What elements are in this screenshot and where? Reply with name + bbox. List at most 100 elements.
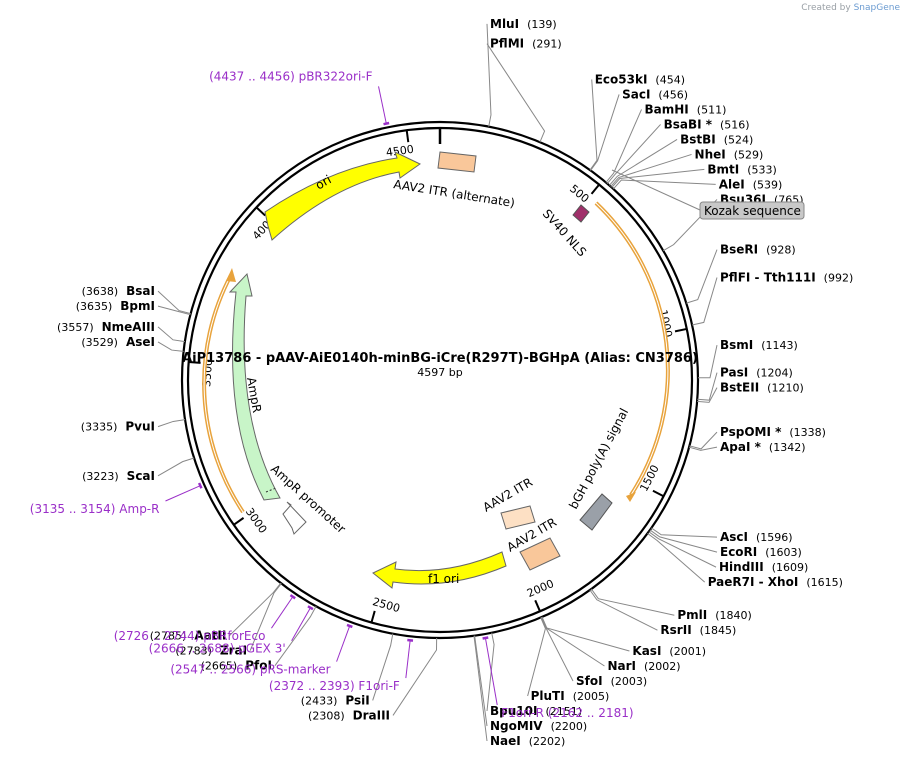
restriction-site[interactable]: PaeR7I - XhoI(1615) xyxy=(708,575,843,589)
primer-mark-4 xyxy=(307,605,314,611)
restriction-site[interactable]: BsaBI *(516) xyxy=(664,117,750,131)
site-position: (1338) xyxy=(789,426,826,439)
plasmid-title: AiP13786 - pAAV-AiE0140h-minBG-iCre(R297… xyxy=(182,351,698,366)
feature-kozak-sequence-box[interactable] xyxy=(699,201,805,220)
site-name: HindIII xyxy=(719,560,764,574)
site-name: PflMI xyxy=(490,37,524,51)
restriction-site[interactable]: HindIII(1609) xyxy=(719,560,808,574)
feature-label-ampr-promoter: AmpR promoter xyxy=(268,462,348,536)
feature-aav2-itr-alternate[interactable] xyxy=(437,151,477,173)
restriction-site[interactable]: PasI(1204) xyxy=(720,366,793,380)
restriction-site[interactable]: PsiI(2433) xyxy=(301,693,370,707)
site-leader-4 xyxy=(605,109,642,183)
restriction-site[interactable]: PfoI(2665) xyxy=(201,659,272,673)
site-position: (456) xyxy=(658,88,688,101)
orf-arc-ampr-inner xyxy=(203,274,244,513)
primer[interactable]: (2726 .. 2744) pBRforEco xyxy=(114,629,266,643)
primer-leader-1 xyxy=(484,637,498,706)
restriction-site[interactable]: MluI(139) xyxy=(490,17,557,31)
restriction-site[interactable]: NarI(2002) xyxy=(607,659,680,673)
site-name: NarI xyxy=(607,659,636,673)
feature-f1-ori-arrow[interactable] xyxy=(372,551,507,589)
restriction-site[interactable]: BsmI(1143) xyxy=(720,338,798,352)
site-position: (516) xyxy=(720,118,750,131)
restriction-site[interactable]: NaeI(2202) xyxy=(490,734,565,748)
primer[interactable]: (2372 .. 2393) F1ori-F xyxy=(269,679,400,693)
primer-mark-0 xyxy=(383,121,390,126)
site-leader-22 xyxy=(590,588,675,616)
site-position: (1342) xyxy=(769,441,806,454)
restriction-site[interactable]: NmeAIII(3557) xyxy=(57,320,155,334)
primer[interactable]: (2547 .. 2566) pRS-marker xyxy=(170,663,330,677)
site-name: Bpu10I xyxy=(490,704,537,718)
restriction-site[interactable]: KasI(2001) xyxy=(632,644,706,658)
restriction-site[interactable]: AscI(1596) xyxy=(720,530,793,544)
primer-label: (2547 .. 2566) pRS-marker xyxy=(170,663,330,677)
restriction-site[interactable]: NheI(529) xyxy=(695,147,764,161)
restriction-site[interactable]: ApaI *(1342) xyxy=(720,440,805,454)
tick-mark-500 xyxy=(590,183,600,195)
restriction-site[interactable]: DraIII(2308) xyxy=(308,708,390,722)
orf-arrowhead-icre xyxy=(626,492,636,502)
restriction-site[interactable]: PspOMI *(1338) xyxy=(720,425,826,439)
primer[interactable]: (2666 .. 2688) pGEX 3' xyxy=(149,642,286,656)
restriction-site[interactable]: BseRI(928) xyxy=(720,243,796,257)
restriction-site[interactable]: ZraI(2783) xyxy=(175,644,247,658)
feature-ampr-promoter-arrow[interactable] xyxy=(282,501,307,535)
restriction-site[interactable]: EcoRI(1603) xyxy=(720,545,802,559)
site-leader-40 xyxy=(157,305,191,316)
feature-ori-arrow[interactable] xyxy=(264,151,421,241)
restriction-site[interactable]: PvuI(3335) xyxy=(81,420,155,434)
restriction-site[interactable]: PflMI(291) xyxy=(490,37,562,51)
restriction-site[interactable]: SfoI(2003) xyxy=(576,674,647,688)
restriction-site[interactable]: PmlI(1840) xyxy=(677,608,751,622)
restriction-site[interactable]: AatII(2785) xyxy=(150,629,227,643)
restriction-site[interactable]: BsaI(3638) xyxy=(82,284,155,298)
site-name: NheI xyxy=(695,147,726,161)
restriction-site[interactable]: Eco53kI(454) xyxy=(595,72,685,86)
site-leader-28 xyxy=(486,632,495,712)
feature-label-ampr: AmpR xyxy=(244,376,264,414)
feature-aav2-itr-left[interactable] xyxy=(500,505,536,530)
site-leader-35 xyxy=(229,582,282,637)
orf-arrowhead-ampr xyxy=(226,268,236,282)
backbone-inner-ring xyxy=(186,126,694,634)
feature-bgh-polya-signal[interactable] xyxy=(579,493,613,531)
restriction-site[interactable]: BmtI(533) xyxy=(707,162,776,176)
primer-label: (4437 .. 4456) pBR322ori-F xyxy=(209,69,373,83)
site-leader-39 xyxy=(157,326,185,343)
site-leader-37 xyxy=(157,419,186,428)
primer[interactable]: F1ori-R (2162 .. 2181) xyxy=(501,706,633,720)
restriction-site[interactable]: BpmI(3635) xyxy=(76,299,155,313)
primer[interactable]: (3135 .. 3154) Amp-R xyxy=(30,502,160,516)
restriction-site[interactable]: AleI(539) xyxy=(719,177,783,191)
restriction-site[interactable]: RsrII(1845) xyxy=(660,623,736,637)
tick-mark-4000 xyxy=(255,206,266,217)
site-position: (2783) xyxy=(175,645,212,658)
site-leader-11 xyxy=(686,249,718,304)
primer[interactable]: (4437 .. 4456) pBR322ori-F xyxy=(209,69,373,83)
site-position: (1143) xyxy=(761,339,798,352)
site-leader-18 xyxy=(651,527,718,538)
restriction-site[interactable]: BamHI(511) xyxy=(645,102,727,116)
site-position: (3335) xyxy=(81,421,118,434)
restriction-site[interactable]: ScaI(3223) xyxy=(82,469,155,483)
restriction-site[interactable]: Bpu10I(2151) xyxy=(490,704,582,718)
restriction-site[interactable]: SacI(456) xyxy=(622,87,688,101)
feature-aav2-itr-right[interactable] xyxy=(519,537,561,571)
feature-label-kozak-sequence: Kozak sequence xyxy=(704,204,801,218)
tick-mark-1000 xyxy=(674,327,687,333)
restriction-site[interactable]: PluTI(2005) xyxy=(531,689,610,703)
restriction-site[interactable]: BstBI(524) xyxy=(680,132,753,146)
primer-leader-3 xyxy=(336,625,351,662)
feature-ampr-arrow[interactable] xyxy=(228,272,281,501)
restriction-site[interactable]: NgoMIV(2200) xyxy=(490,719,587,733)
restriction-site[interactable]: PflFI - Tth111I(992) xyxy=(720,271,853,285)
site-position: (3635) xyxy=(76,300,113,313)
feature-sv40-nls[interactable] xyxy=(572,204,590,223)
site-position: (2005) xyxy=(573,690,610,703)
restriction-site[interactable]: BstEII(1210) xyxy=(720,381,804,395)
restriction-site[interactable]: AseI(3529) xyxy=(81,335,155,349)
site-name: BmtI xyxy=(707,162,739,176)
